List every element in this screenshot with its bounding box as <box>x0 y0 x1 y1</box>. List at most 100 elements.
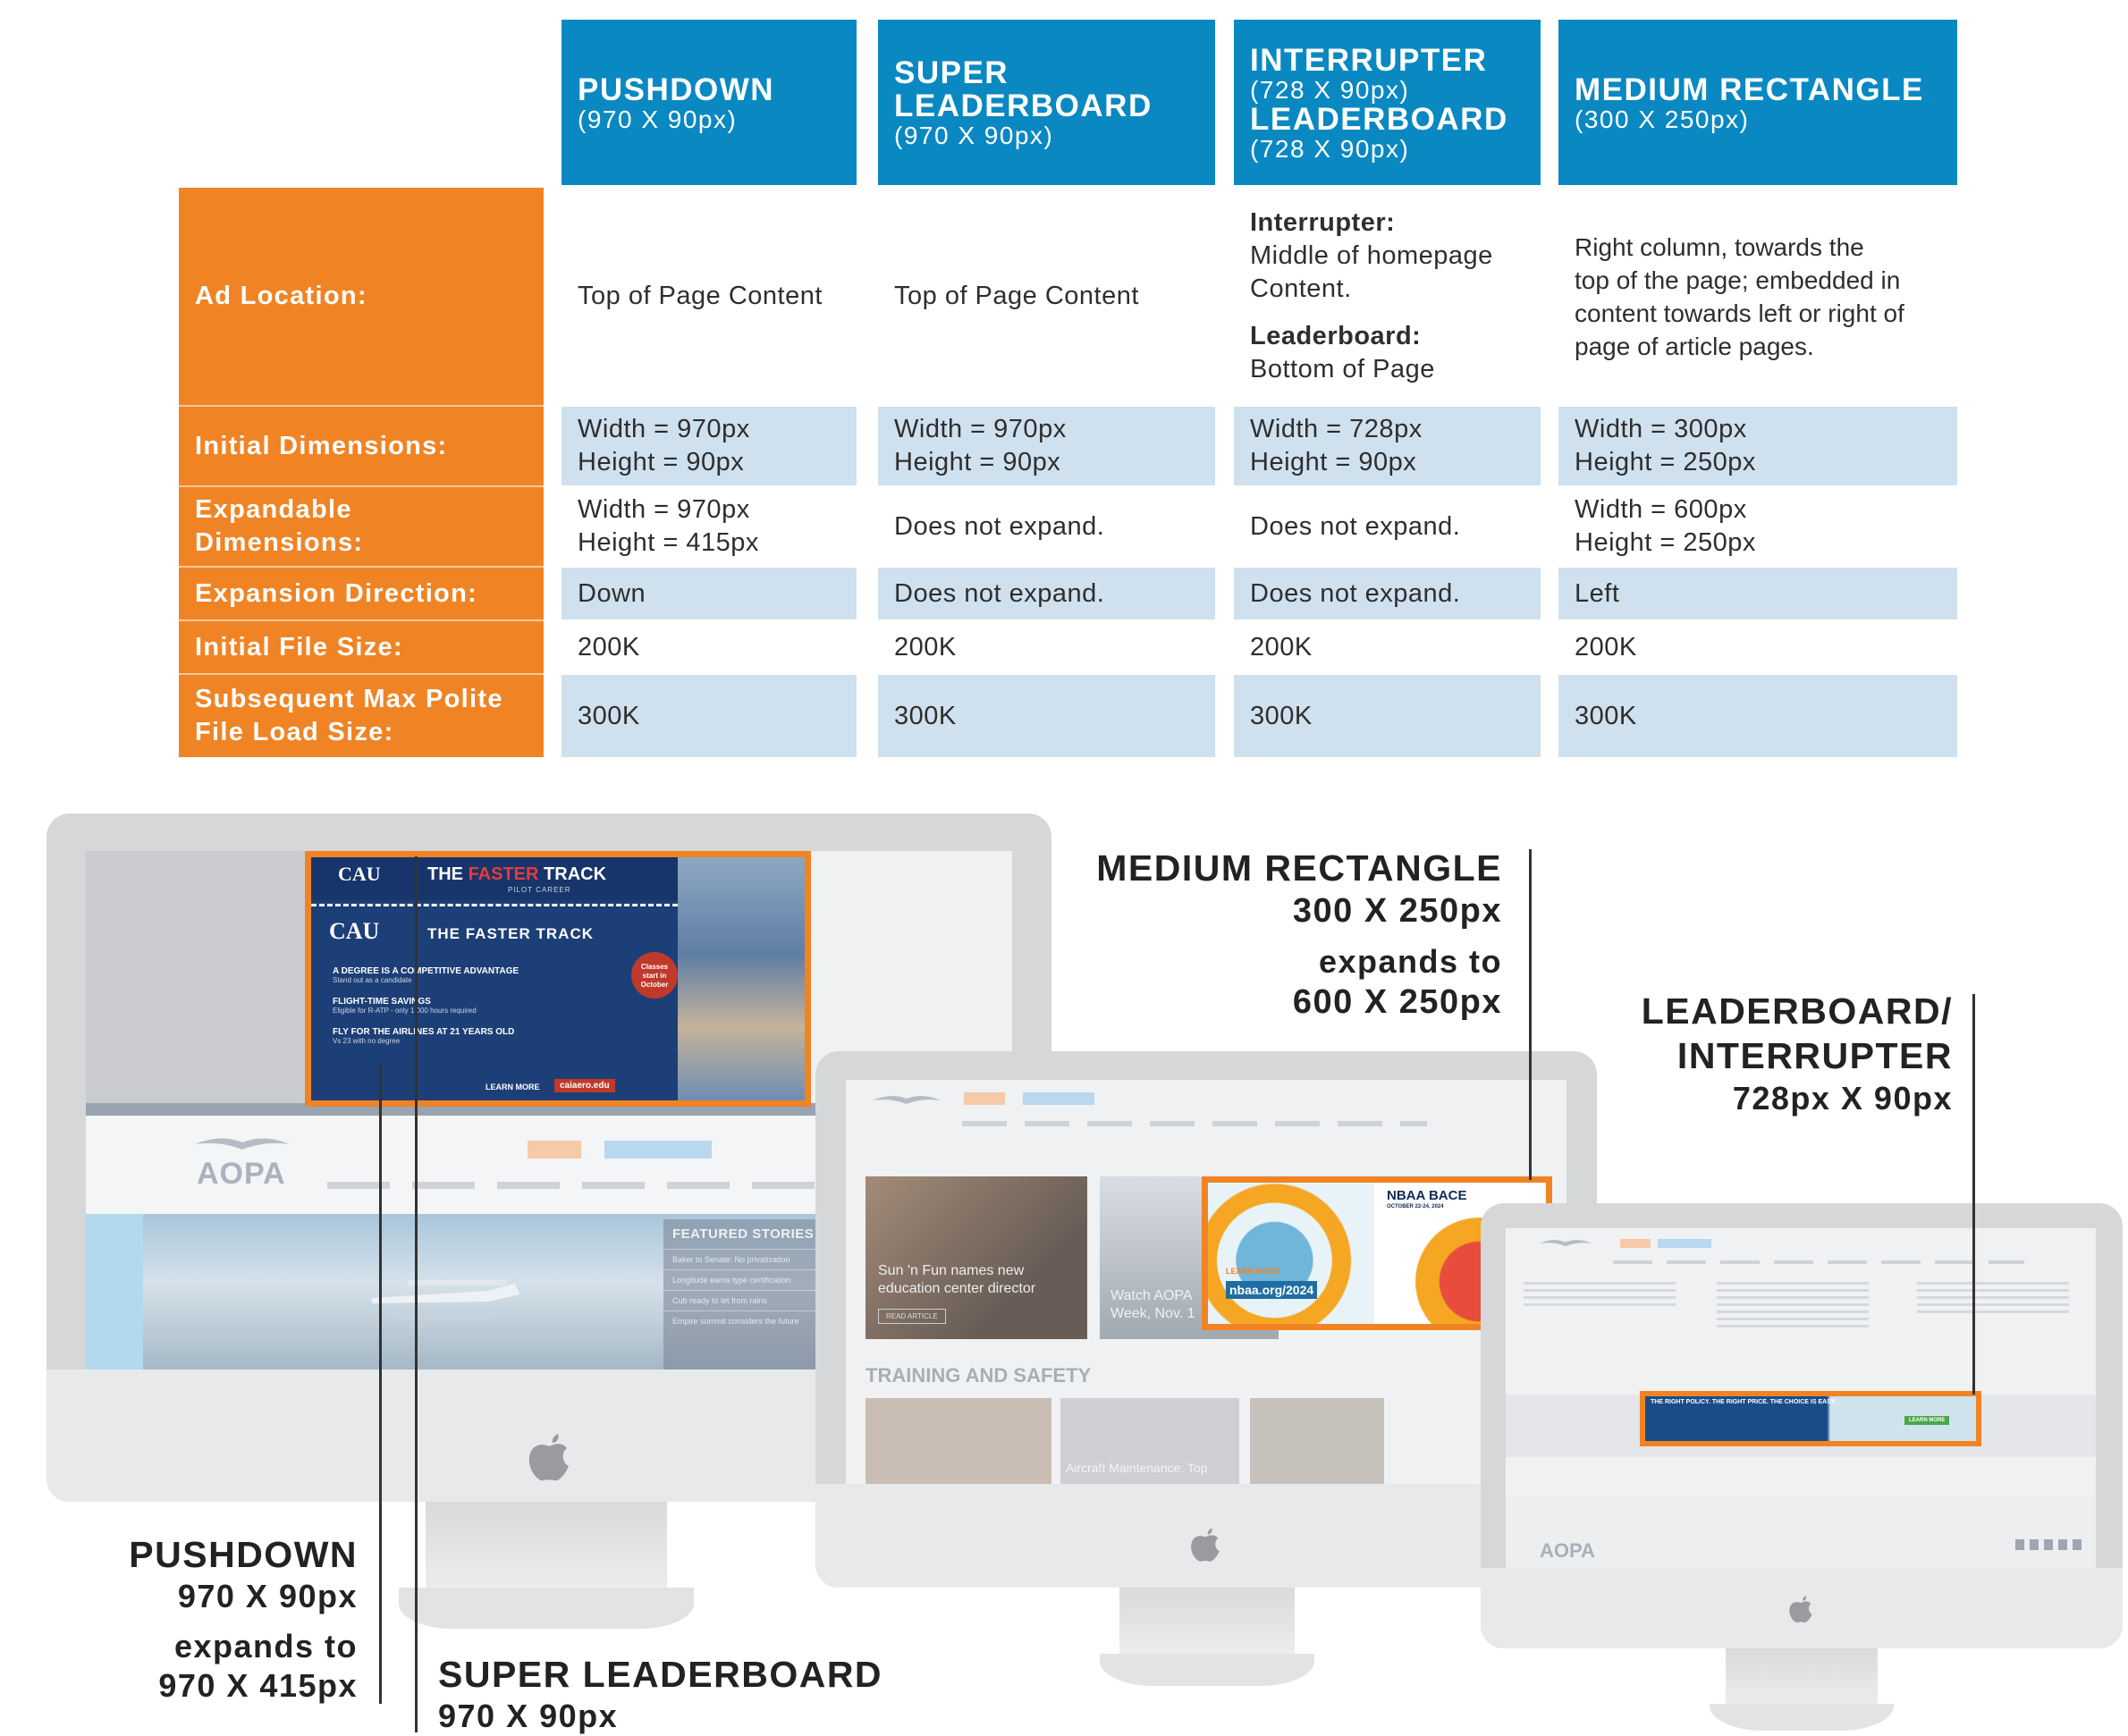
cell-text: 300K <box>894 701 957 730</box>
featured-stories-panel: FEATURED STORIES Baker to Senate: No pri… <box>663 1219 824 1369</box>
monitor-screen: AOPA FEATURED STORIES Baker to Senate: N… <box>86 851 1012 1369</box>
renew-button[interactable] <box>604 1141 712 1159</box>
social-icons[interactable] <box>2015 1539 2082 1550</box>
renew-button[interactable] <box>1023 1092 1094 1105</box>
featured-item[interactable]: Cub ready to let from rains <box>663 1290 824 1310</box>
ad-url[interactable]: nbaa.org/2024 <box>1226 1281 1318 1299</box>
callout-size: 970 X 90px <box>177 1578 358 1614</box>
callout-super-leaderboard: SUPER LEADERBOARD 970 X 90px <box>438 1652 882 1736</box>
col-title: SUPER <box>894 55 1009 90</box>
section-card-2[interactable] <box>1060 1398 1239 1484</box>
main-nav[interactable] <box>1613 1260 2024 1264</box>
callout-medium-rectangle: MEDIUM RECTANGLE 300 X 250px expands to … <box>1037 846 1502 1023</box>
ad-subline: PILOT CAREER <box>508 886 571 894</box>
callout-leader-line <box>415 856 418 1732</box>
row-header-ad-location: Ad Location: <box>179 188 544 405</box>
featured-item[interactable]: Longitude earns type certification <box>663 1269 824 1290</box>
ad-cta[interactable]: LEARN MORE <box>1226 1267 1280 1276</box>
section-heading: TRAINING AND SAFETY <box>866 1364 1092 1386</box>
featured-title: FEATURED STORIES <box>672 1226 815 1242</box>
story-card-1[interactable] <box>866 1176 1087 1339</box>
monitor-neck <box>426 1502 667 1600</box>
cell-text: Does not expand. <box>1250 511 1461 541</box>
pushdown-ad[interactable]: CAU THE FASTER TRACK PILOT CAREER CAU TH… <box>305 851 811 1107</box>
join-button[interactable] <box>1620 1239 1651 1248</box>
cell-text: 300K <box>578 701 640 730</box>
col-subtitle: (300 X 250px) <box>1575 105 1750 133</box>
row-header-initial-file-size: Initial File Size: <box>179 621 544 673</box>
cell-text: Width = 728px <box>1250 415 1423 443</box>
cell-polite-super: 300K <box>878 675 1215 757</box>
ad-text: THE RIGHT POLICY. THE RIGHT PRICE. THE C… <box>1651 1399 1837 1405</box>
cell-text: Width = 970px <box>894 415 1067 443</box>
badge-line: Classes <box>640 963 669 971</box>
row-label: Expansion Direction: <box>195 578 478 608</box>
cell-ad-location-medium: Right column, towards the top of the pag… <box>1558 188 1957 405</box>
story-line: Sun 'n Fun names new <box>878 1263 1025 1278</box>
callout-title: LEADERBOARD/ <box>1641 990 1953 1032</box>
ad-url[interactable]: caiaero.edu <box>554 1079 615 1092</box>
cell-filesize-interrupter: 200K <box>1234 621 1541 673</box>
expand-divider <box>311 904 678 906</box>
headline-word: TRACK <box>544 864 607 884</box>
callout-title: SUPER LEADERBOARD <box>438 1654 883 1695</box>
row-label: Initial Dimensions: <box>195 431 448 460</box>
cell-text: Down <box>578 578 646 608</box>
story-line: Week, Nov. 1 <box>1110 1306 1195 1321</box>
monitor-base <box>399 1588 694 1629</box>
renew-button[interactable] <box>1658 1239 1711 1248</box>
apple-logo-icon <box>522 1430 576 1484</box>
expand-divider <box>1374 1183 1377 1324</box>
cell-text: content towards left or right of <box>1575 299 1904 327</box>
col-header-super-leaderboard: SUPER LEADERBOARD (970 X 90px) <box>878 20 1215 185</box>
bullet-sub: Vs 23 with no degree <box>333 1037 401 1045</box>
monitor-screen: Sun 'n Fun names new education center di… <box>846 1080 1566 1484</box>
main-nav[interactable] <box>962 1121 1427 1126</box>
leaderboard-ad[interactable]: THE RIGHT POLICY. THE RIGHT PRICE. THE C… <box>1640 1391 1981 1446</box>
main-nav[interactable] <box>327 1182 980 1189</box>
callout-pushdown: PUSHDOWN 970 X 90px expands to 970 X 415… <box>54 1532 358 1706</box>
ad-photo-column <box>678 857 805 1100</box>
join-button[interactable] <box>528 1141 581 1159</box>
cell-text: Width = 970px <box>578 495 750 524</box>
cell-text: Does not expand. <box>894 578 1105 608</box>
callout-size: 300 X 250px <box>1292 892 1502 930</box>
callout-title: INTERRUPTER <box>1676 1035 1953 1076</box>
ad-panel-title: THE FASTER TRACK <box>427 925 594 942</box>
featured-item[interactable]: Baker to Senate: No privatization <box>663 1249 824 1269</box>
row-divider <box>179 405 544 407</box>
callout-leader-line <box>1529 849 1532 1180</box>
ad-cta[interactable]: LEARN MORE <box>486 1083 540 1091</box>
bullet-title: A DEGREE IS A COMPETITIVE ADVANTAGE <box>333 966 519 976</box>
section-card-3[interactable] <box>1250 1398 1384 1484</box>
bullet-title: FLY FOR THE AIRLINES AT 21 YEARS OLD <box>333 1027 515 1037</box>
section-card-1[interactable] <box>866 1398 1051 1484</box>
text-block <box>1917 1282 2069 1314</box>
cell-text: Width = 970px <box>578 415 750 443</box>
cell-heading: Leaderboard: <box>1250 322 1422 350</box>
read-article-button[interactable]: READ ARTICLE <box>878 1309 946 1324</box>
cell-filesize-super: 200K <box>878 621 1215 673</box>
story-card-title: Sun 'n Fun names new education center di… <box>878 1262 1035 1298</box>
bullet-sub: Eligible for R-ATP - only 1,000 hours re… <box>333 1007 477 1015</box>
col-title: PUSHDOWN <box>578 72 775 107</box>
ad-cta[interactable]: LEARN MORE <box>1904 1416 1950 1425</box>
join-button[interactable] <box>964 1092 1005 1105</box>
col-title: LEADERBOARD <box>894 88 1153 123</box>
badge-line: October <box>640 981 669 989</box>
callout-size: 600 X 250px <box>1292 983 1502 1021</box>
story-line: Watch AOPA <box>1110 1288 1193 1303</box>
callout-expand: expands to <box>173 1628 358 1664</box>
callout-title: PUSHDOWN <box>129 1534 358 1575</box>
callout-leader-line <box>379 1064 382 1704</box>
cell-text: 200K <box>1250 632 1313 662</box>
featured-item[interactable]: Empire summit considers the future <box>663 1310 824 1331</box>
text-block <box>1524 1282 1676 1309</box>
cell-polite-pushdown: 300K <box>562 675 857 757</box>
ad-jet-graphic <box>1208 1183 1374 1324</box>
cell-text: Height = 250px <box>1575 448 1756 476</box>
